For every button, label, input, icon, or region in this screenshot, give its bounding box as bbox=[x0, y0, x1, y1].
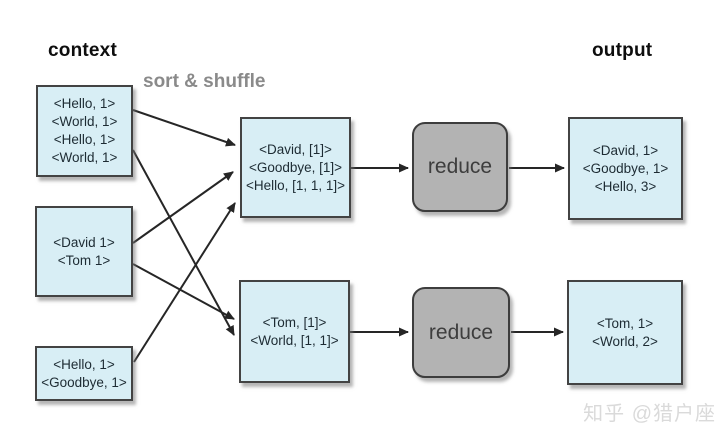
sort-shuffle-label: sort & shuffle bbox=[143, 71, 266, 92]
arrow-context1-shuffle1 bbox=[132, 109, 236, 147]
kv-pair: <Hello, 1> bbox=[53, 96, 116, 111]
kv-pair: <David 1> bbox=[53, 234, 115, 250]
kv-pair: <World, 2> bbox=[592, 333, 658, 349]
kv-pair: <World, 1> bbox=[51, 150, 118, 165]
kv-pair: <David, [1]> bbox=[259, 141, 332, 157]
kv-pair: <Hello, 3> bbox=[594, 178, 657, 194]
output-box-1: <David, 1> <Goodbye, 1> <Hello, 3> bbox=[568, 117, 683, 220]
kv-pair: <Hello, 1> bbox=[53, 132, 116, 147]
reduce-box-1: reduce bbox=[412, 122, 508, 212]
context-box-1: <Hello, 1> <World, 1> <Hello, 1> <World,… bbox=[36, 85, 133, 177]
arrow-context2-shuffle1 bbox=[132, 171, 234, 244]
kv-pair: <World, [1, 1]> bbox=[250, 332, 339, 348]
output-label: output bbox=[592, 40, 653, 61]
context-box-3: <Hello, 1> <Goodbye, 1> bbox=[35, 346, 133, 401]
reduce-label: reduce bbox=[427, 155, 493, 178]
kv-pair: <David, 1> bbox=[592, 142, 659, 158]
zhihu-watermark: 知乎 @猎户座 bbox=[583, 403, 716, 425]
kv-pair: <Tom, 1> bbox=[596, 315, 654, 331]
kv-pair: <Goodbye, 1> bbox=[582, 160, 669, 176]
kv-pair: <Tom, [1]> bbox=[262, 314, 327, 330]
context-label: context bbox=[48, 40, 117, 61]
arrow-context2-shuffle2 bbox=[132, 263, 235, 320]
output-box-2: <Tom, 1> <World, 2> bbox=[567, 280, 683, 385]
kv-pair: <Tom 1> bbox=[57, 252, 111, 268]
kv-pair: <Goodbye, 1> bbox=[41, 374, 127, 390]
kv-pair: <Hello, 1> bbox=[53, 356, 115, 372]
arrow-context3-shuffle1 bbox=[133, 202, 236, 363]
reduce-box-2: reduce bbox=[412, 287, 510, 378]
shuffle-box-1: <David, [1]> <Goodbye, [1]> <Hello, [1, … bbox=[240, 117, 351, 218]
kv-pair: <Goodbye, [1]> bbox=[248, 159, 343, 175]
kv-pair: <World, 1> bbox=[51, 114, 118, 129]
shuffle-box-2: <Tom, [1]> <World, [1, 1]> bbox=[239, 280, 350, 383]
reduce-label: reduce bbox=[428, 320, 494, 344]
context-box-2: <David 1> <Tom 1> bbox=[35, 206, 133, 297]
arrow-context1-shuffle2 bbox=[132, 149, 235, 336]
kv-pair: <Hello, [1, 1, 1]> bbox=[245, 177, 346, 193]
